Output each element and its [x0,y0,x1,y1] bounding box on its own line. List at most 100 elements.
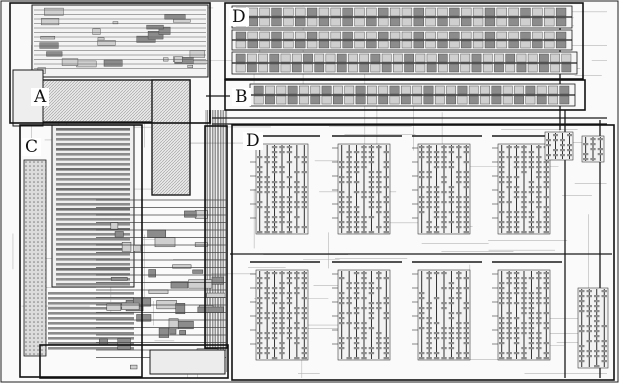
cell-diffusion [271,171,278,174]
logic-cell [133,245,142,252]
cell-diffusion [339,201,345,204]
cell-diffusion [546,154,551,157]
cell-diffusion [521,287,527,290]
cell-diffusion [279,221,285,224]
cell-diffusion [441,357,447,360]
cell-diffusion [353,272,360,275]
row-cell [516,53,527,63]
cell-diffusion [586,325,592,328]
row-cell [472,31,484,40]
d-edge-cell-top [544,131,574,161]
cell-diffusion [499,176,505,179]
cell-diffusion [528,191,535,194]
row-cell [548,95,558,105]
cell-diffusion [543,282,549,285]
cell-diffusion [271,181,278,184]
cell-diffusion [271,166,278,169]
cell-diffusion [499,342,505,345]
row-cell [336,53,347,63]
cell-diffusion [271,186,278,189]
row-cell [280,53,291,63]
cell-diffusion [294,171,300,174]
pad-block [149,349,226,375]
cell-diffusion [257,307,263,310]
cell-diffusion [301,337,307,340]
cell-diffusion [286,337,293,340]
row-cell [367,95,377,105]
row-cell [283,40,294,49]
cell-diffusion [536,292,542,295]
row-cell [491,85,502,95]
cell-diffusion [376,191,382,194]
cell-diffusion [368,191,375,194]
cell-diffusion [383,151,389,154]
control-cell [44,7,64,16]
cell-diffusion [528,347,535,350]
cell-diffusion [279,206,285,209]
cell-diffusion [536,287,542,290]
cell-diffusion [368,201,375,204]
cell-diffusion [441,307,447,310]
row-cell [389,17,401,27]
cell-diffusion [353,282,360,285]
cell-diffusion [294,312,300,315]
cell-diffusion [376,186,382,189]
cell-diffusion [286,226,293,229]
cell-diffusion [456,206,462,209]
cell-diffusion [448,282,455,285]
cell-diffusion [528,302,535,305]
row-cell [514,85,524,95]
logic-cell [206,292,226,298]
row-cell [449,63,459,73]
cell-diffusion [301,307,307,310]
row-cell [494,63,504,73]
row-cell [366,40,377,49]
cell-diffusion [590,148,596,151]
row-cell [330,17,341,27]
cell-diffusion [376,272,382,275]
cell-diffusion [264,332,270,335]
array-row [56,148,130,151]
row-cell [415,53,426,63]
row-cell [548,85,558,95]
cell-diffusion [463,302,469,305]
cell-diffusion [257,171,263,174]
row-cell [461,17,472,27]
array-row-lower [48,302,134,305]
cell-diffusion [419,297,425,300]
cell-diffusion [419,211,425,214]
cell-diffusion [368,307,375,310]
cell-diffusion [441,221,447,224]
cell-diffusion [543,352,549,355]
cell-diffusion [456,322,462,325]
row-cell [235,31,247,40]
cell-diffusion [521,322,527,325]
row-cell [527,63,538,73]
row-cell [366,17,377,27]
row-cell [413,17,424,27]
cell-diffusion [456,332,462,335]
row-cell [555,7,567,17]
row-cell [461,7,472,17]
cell-diffusion [383,297,389,300]
control-cell [40,35,56,40]
cell-diffusion [271,201,278,204]
cell-diffusion [264,211,270,214]
cell-diffusion [594,310,600,313]
cell-diffusion [448,211,455,214]
cell-diffusion [294,272,300,275]
cell-diffusion [301,312,307,315]
cell-diffusion [257,317,263,320]
row-cell [532,17,543,27]
cell-diffusion [346,337,352,340]
cell-diffusion [419,171,425,174]
cell-diffusion [513,292,520,295]
cell-diffusion [528,151,535,154]
cell-diffusion [294,357,300,360]
row-cell [413,7,424,17]
row-cell [434,95,445,105]
array-row [56,198,130,201]
cell-diffusion [597,148,603,151]
row-cell [253,95,264,105]
frame-b [224,79,586,111]
